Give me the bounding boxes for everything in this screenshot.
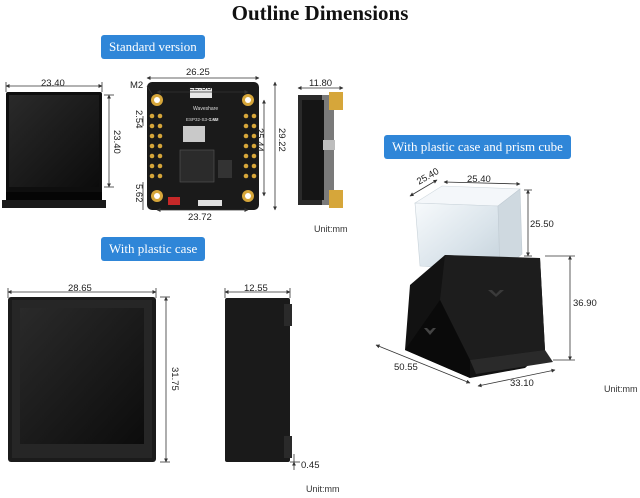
dim-lcd-width: 23.40 (41, 78, 65, 89)
case-front-view (8, 297, 156, 462)
pcb-silk-chip-line2: 1.69 (209, 117, 218, 122)
pcb-silk-chip-line1: ESP32-S3-CAM (186, 117, 219, 122)
dim-case-depth: 12.55 (244, 283, 268, 294)
board-side-view (298, 92, 343, 208)
dim-mount-hole: M2 (130, 80, 144, 91)
dim-edge-offset: 5.62 (133, 184, 144, 203)
dim-cube-height: 25.50 (530, 219, 554, 230)
dim-stand-height: 36.90 (573, 298, 597, 309)
prism-stand-view (405, 185, 553, 378)
dim-bottom-width: 23.72 (188, 212, 212, 223)
dim-side-thickness: 11.80 (309, 78, 333, 89)
dim-case-height: 31.75 (169, 367, 180, 391)
dim-hole-spacing-vertical: 25.44 (254, 128, 265, 152)
badge-standard-version: Standard version (101, 35, 205, 59)
badge-prism-cube: With plastic case and prism cube (384, 135, 571, 159)
dim-hole-spacing: 22.55 (188, 82, 212, 93)
page-title: Outline Dimensions (231, 1, 409, 25)
unit-label-top: Unit:mm (314, 224, 348, 234)
dim-board-width: 26.25 (186, 67, 210, 78)
dim-lcd-height: 23.40 (111, 130, 122, 154)
unit-label-right: Unit:mm (604, 384, 638, 394)
case-side-view (225, 298, 292, 462)
dim-case-width: 28.65 (68, 283, 92, 294)
dim-board-height: 29.22 (276, 128, 287, 152)
dim-stand-width: 50.55 (394, 362, 418, 373)
dim-pin-pitch: 2.54 (133, 110, 144, 129)
unit-label-bottom: Unit:mm (306, 484, 340, 494)
dim-case-gap: 0.45 (301, 460, 320, 471)
lcd-front-view (2, 92, 106, 208)
dim-cube-depth: 25.40 (467, 174, 491, 185)
dim-stand-depth: 33.10 (510, 378, 534, 389)
badge-plastic-case: With plastic case (101, 237, 206, 261)
pcb-silk-brand: Waveshare (193, 106, 218, 112)
pcb-board (147, 82, 259, 210)
